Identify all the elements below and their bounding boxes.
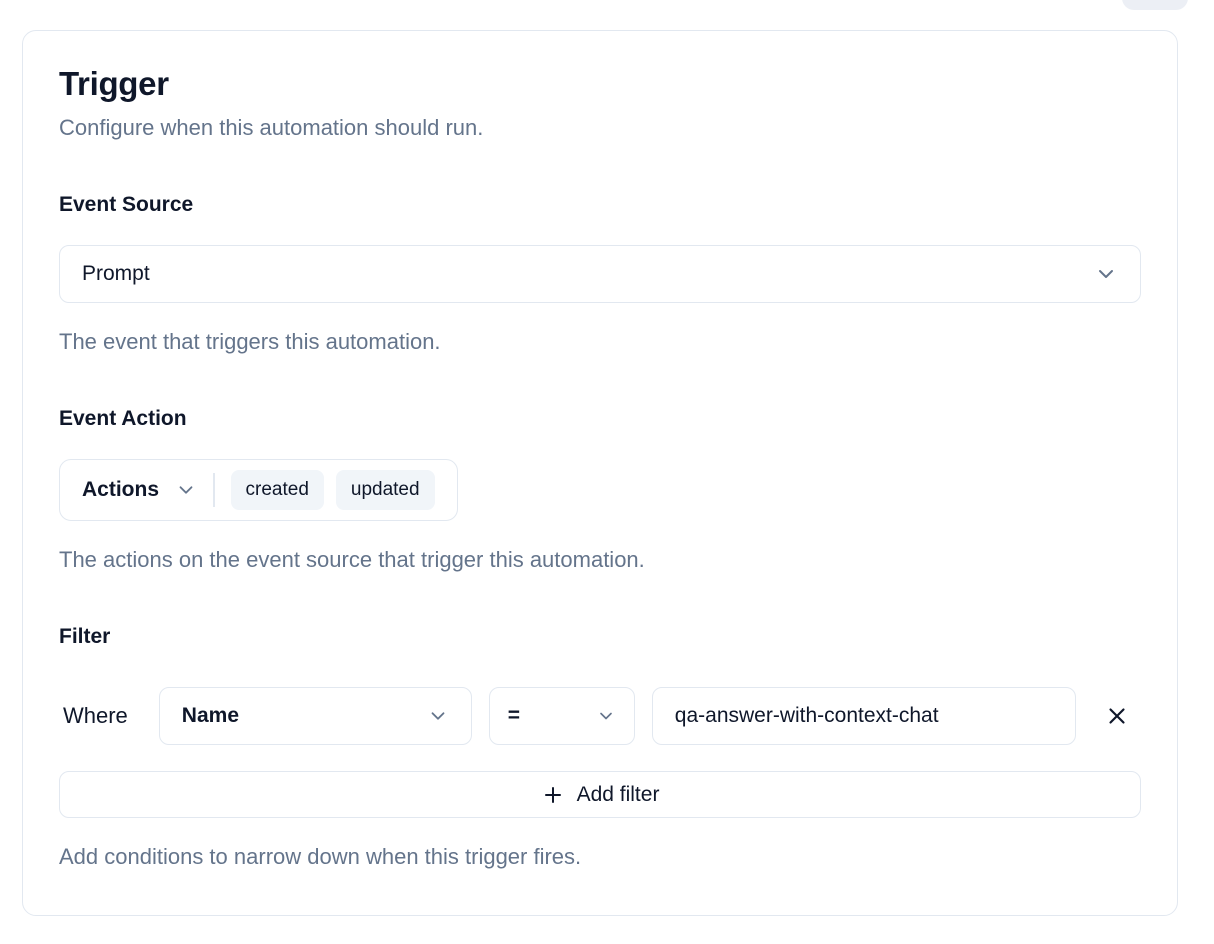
page-subtitle: Configure when this automation should ru… <box>59 115 484 140</box>
where-label: Where <box>63 703 128 728</box>
event-action-help: The actions on the event source that tri… <box>59 547 645 572</box>
plus-icon <box>541 783 565 807</box>
event-source-help: The event that triggers this automation. <box>59 329 441 354</box>
add-filter-label: Add filter <box>576 782 660 806</box>
event-action-label: Event Action <box>59 407 187 430</box>
actions-dropdown-label: Actions <box>82 478 160 501</box>
filter-condition-row: Where Name = <box>59 687 1141 745</box>
chevron-down-icon <box>1094 262 1118 286</box>
clipped-element-top-right <box>1122 0 1188 10</box>
add-filter-button[interactable]: Add filter <box>59 771 1141 818</box>
filter-section: Filter Where Name = <box>59 625 1141 870</box>
close-icon <box>1104 703 1130 729</box>
filter-field-select[interactable]: Name <box>158 687 472 745</box>
filter-field-value: Name <box>181 704 239 727</box>
page-title: Trigger <box>59 65 169 102</box>
event-source-value: Prompt <box>82 262 150 285</box>
filter-value-input[interactable] <box>651 687 1076 745</box>
chevron-down-icon <box>427 705 449 727</box>
action-badge-updated: updated <box>335 470 435 510</box>
chevron-down-icon <box>175 479 197 501</box>
remove-filter-button[interactable] <box>1093 692 1141 740</box>
selected-actions: created updated <box>230 470 435 510</box>
filter-help: Add conditions to narrow down when this … <box>59 844 582 869</box>
filter-operator-select[interactable]: = <box>488 687 635 745</box>
filter-label: Filter <box>59 625 111 648</box>
event-action-section: Event Action Actions created updated The… <box>59 407 1141 573</box>
event-source-select[interactable]: Prompt <box>59 245 1141 303</box>
filter-operator-value: = <box>507 704 521 727</box>
action-badge-created: created <box>230 470 324 510</box>
divider <box>213 473 215 507</box>
event-action-dropdown[interactable]: Actions created updated <box>59 459 458 521</box>
chevron-down-icon <box>596 706 616 726</box>
event-source-label: Event Source <box>59 193 194 216</box>
trigger-card: Trigger Configure when this automation s… <box>22 30 1178 916</box>
event-source-section: Event Source Prompt The event that trigg… <box>59 193 1141 355</box>
